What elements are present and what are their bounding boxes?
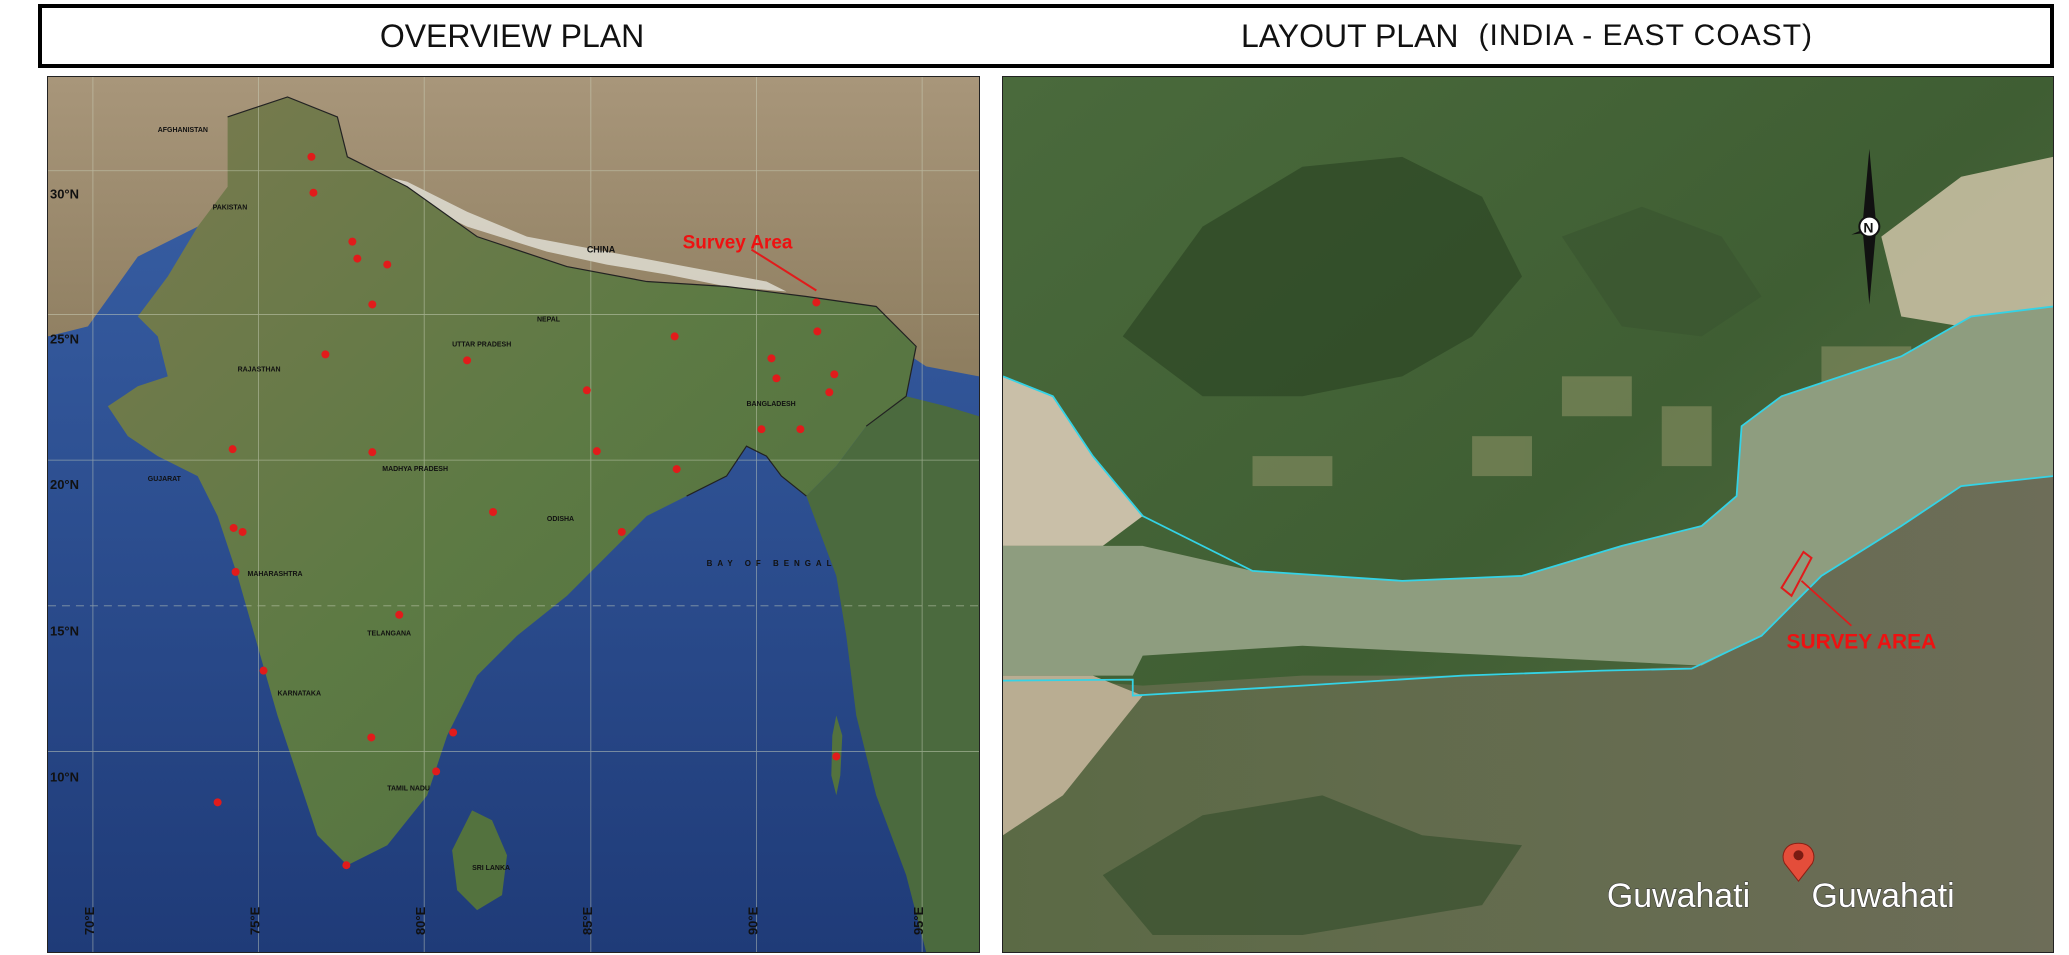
east-landmass (806, 396, 979, 952)
overview-plan-title: OVERVIEW PLAN (379, 17, 645, 54)
river-outline-south (1003, 475, 2053, 697)
survey-area-leader (750, 248, 817, 292)
longitude-90: 90°E (745, 906, 760, 935)
svg-text:TELANGANA: TELANGANA (367, 631, 411, 638)
southern-hills (1102, 795, 1523, 936)
layout-plan-heading: LAYOUT PLAN (INDIA - EAST COAST) (1002, 8, 2052, 64)
place-label-guwahati-2: Guwahati (1811, 877, 1954, 915)
longitude-75: 75°E (248, 906, 263, 935)
sandbar-right (1881, 156, 2053, 327)
longitude-70: 70°E (82, 906, 97, 935)
location-pin-icon (1782, 842, 1815, 882)
north-arrow-icon: N (1851, 148, 1881, 305)
overview-map[interactable]: 30°N 25°N 20°N 15°N 10°N 70°E 75°E 80°E … (47, 76, 980, 953)
latitude-15: 15°N (50, 624, 79, 639)
svg-text:AFGHANISTAN: AFGHANISTAN (158, 127, 208, 134)
graticule (48, 77, 979, 952)
river-outline-north (1003, 305, 2053, 582)
survey-area-outline (1780, 550, 1813, 598)
svg-text:NEPAL: NEPAL (537, 316, 561, 323)
svg-text:SRI LANKA: SRI LANKA (472, 865, 510, 872)
longitude-80: 80°E (413, 906, 428, 935)
svg-text:PAKISTAN: PAKISTAN (213, 205, 248, 212)
forest-ridge (1122, 156, 1523, 397)
overview-map-canvas: 30°N 25°N 20°N 15°N 10°N 70°E 75°E 80°E … (48, 77, 979, 952)
bay-of-bengal-label: BAY OF BENGAL (707, 559, 837, 568)
sandbar-south (1003, 675, 1143, 836)
latitude-10: 10°N (50, 769, 79, 784)
place-label-guwahati-1: Guwahati (1607, 877, 1750, 915)
layout-map-canvas: SURVEY AREA N Guwahati Guwahati (1003, 77, 2053, 952)
survey-area-callout: SURVEY AREA (1787, 631, 1937, 654)
city-markers (213, 152, 841, 870)
longitude-85: 85°E (580, 906, 595, 935)
svg-text:KARNATAKA: KARNATAKA (278, 691, 321, 698)
latitude-30: 30°N (50, 187, 79, 202)
longitude-95: 95°E (911, 906, 926, 935)
title-bar: OVERVIEW PLAN LAYOUT PLAN (INDIA - EAST … (38, 4, 2054, 68)
svg-text:ODISHA: ODISHA (547, 516, 574, 523)
svg-text:RAJASTHAN: RAJASTHAN (238, 366, 281, 373)
latitude-25: 25°N (50, 331, 79, 346)
layout-plan-subtitle: (INDIA - EAST COAST) (1478, 19, 1814, 52)
brahmaputra-river (1003, 306, 2053, 676)
border-lines (227, 96, 917, 497)
north-label: N (1863, 220, 1873, 236)
sandbar-left (1003, 376, 1143, 546)
layout-plan-title: LAYOUT PLAN (1240, 17, 1459, 54)
sri-lanka (452, 810, 508, 911)
svg-text:UTTAR PRADESH: UTTAR PRADESH (452, 341, 511, 348)
forest-patch (1561, 206, 1762, 337)
survey-area-callout: Survey Area (683, 233, 793, 254)
svg-text:MADHYA PRADESH: MADHYA PRADESH (382, 466, 448, 473)
svg-text:TAMIL NADU: TAMIL NADU (387, 785, 430, 792)
svg-text:GUJARAT: GUJARAT (148, 476, 182, 483)
svg-text:MAHARASHTRA: MAHARASHTRA (248, 571, 303, 578)
china-label: CHINA (587, 245, 616, 255)
latitude-20: 20°N (50, 477, 79, 492)
india-landmass (107, 96, 917, 866)
svg-text:BANGLADESH: BANGLADESH (746, 401, 795, 408)
layout-map[interactable]: SURVEY AREA N Guwahati Guwahati (1002, 76, 2054, 953)
survey-area-leader (1800, 580, 1852, 627)
